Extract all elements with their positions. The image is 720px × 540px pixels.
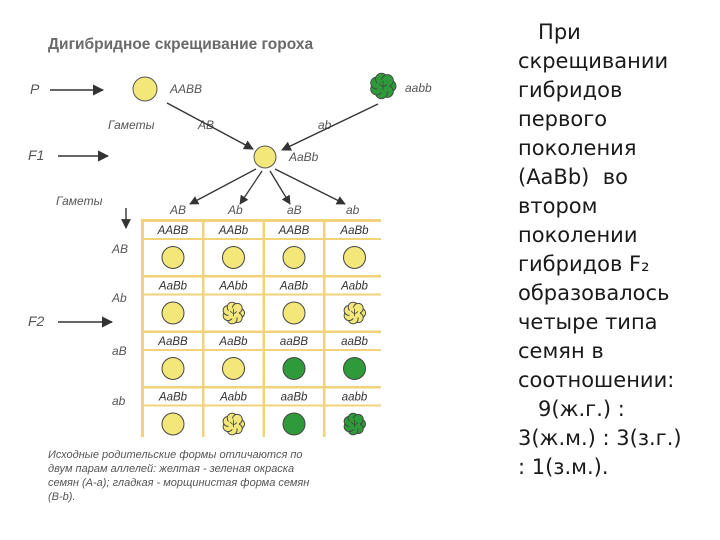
caption-line-1: Исходные родительские формы отличаются п… bbox=[48, 449, 303, 461]
caption-line-3: семян (А-а); гладкая - морщинистая форма… bbox=[48, 477, 309, 489]
punnett-genotype: AaBb bbox=[339, 225, 369, 237]
text-line: поколении bbox=[518, 221, 714, 250]
punnett-genotype: AaBb bbox=[279, 281, 309, 293]
punnett-genotype: aaBB bbox=[280, 336, 308, 348]
punnett-genotype: AaBb bbox=[158, 281, 188, 293]
punnett-seed bbox=[162, 413, 184, 435]
punnett-seed bbox=[162, 358, 184, 380]
row-gamete-1: AB bbox=[111, 242, 128, 256]
f1-seed bbox=[254, 146, 276, 168]
row-gamete-3: aB bbox=[112, 344, 127, 358]
row-gamete-2: Ab bbox=[111, 291, 127, 305]
punnett-genotype: AaBB bbox=[157, 336, 188, 348]
gametes-label-parents: Гаметы bbox=[108, 118, 155, 132]
punnett-genotype: Aabb bbox=[219, 392, 247, 404]
label-p: P bbox=[30, 81, 40, 97]
parent-2-seed-shape bbox=[371, 73, 396, 99]
f1-genotype: AaBb bbox=[288, 150, 319, 164]
label-f2: F2 bbox=[28, 313, 45, 329]
caption-line-4: (В-b). bbox=[48, 491, 76, 503]
punnett-genotype: AABB bbox=[278, 225, 310, 237]
row-gamete-4: ab bbox=[112, 394, 126, 408]
punnett-seed bbox=[344, 358, 366, 380]
text-line: : 1(з.м.). bbox=[518, 453, 714, 482]
diagram-title: Дигибридное скрещивание гороха bbox=[48, 36, 313, 53]
arrow-f1-gamete-4 bbox=[275, 169, 345, 204]
col-gamete-2: Ab bbox=[227, 203, 243, 217]
arrow-f1-gamete-1 bbox=[190, 169, 256, 204]
punnett-seed bbox=[283, 247, 305, 269]
text-line: 9(ж.г.) : bbox=[518, 395, 714, 424]
text-line: гибридов F₂ bbox=[518, 250, 714, 279]
text-line: образовалось bbox=[518, 279, 714, 308]
text-line: (AaBb) во bbox=[518, 163, 714, 192]
punnett-seed bbox=[223, 302, 244, 324]
punnett-seed bbox=[344, 413, 365, 435]
punnett-genotype: Aabb bbox=[340, 281, 368, 293]
text-line: 3(ж.м.) : 3(з.г.) bbox=[518, 424, 714, 453]
punnett-seed bbox=[344, 302, 365, 324]
text-line: При bbox=[518, 18, 714, 47]
punnett-genotype: AaBb bbox=[158, 392, 188, 404]
col-gamete-4: ab bbox=[346, 203, 360, 217]
text-line: соотношении: bbox=[518, 366, 714, 395]
text-line: первого bbox=[518, 105, 714, 134]
punnett-genotype: aaBb bbox=[281, 392, 308, 404]
punnett-seed bbox=[162, 302, 184, 324]
arrow-f1-gamete-3 bbox=[270, 171, 290, 204]
punnett-genotype: AAbb bbox=[218, 281, 248, 293]
punnett-seed bbox=[223, 247, 245, 269]
punnett-seed bbox=[344, 247, 366, 269]
gametes-label-f1: Гаметы bbox=[56, 194, 103, 208]
text-line: гибридов bbox=[518, 76, 714, 105]
punnett-genotype: aaBb bbox=[341, 336, 368, 348]
punnett-seed bbox=[223, 413, 244, 435]
punnett-seed bbox=[283, 302, 305, 324]
parent-2-seed bbox=[371, 73, 396, 99]
arrow-gamete-1 bbox=[167, 103, 253, 149]
col-gamete-1: AB bbox=[169, 203, 186, 217]
punnett-seed bbox=[223, 358, 245, 380]
parent-1-seed bbox=[133, 77, 157, 101]
label-f1: F1 bbox=[28, 147, 44, 163]
arrow-gamete-2 bbox=[282, 104, 378, 150]
text-line: скрещивании bbox=[518, 47, 714, 76]
punnett-genotype: AABB bbox=[157, 225, 189, 237]
parent-2-genotype: aabb bbox=[405, 81, 432, 95]
text-line: четыре типа bbox=[518, 308, 714, 337]
punnett-genotype: AaBb bbox=[218, 336, 248, 348]
caption-line-2: двум парам аллелей: желтая - зеленая окр… bbox=[48, 463, 294, 475]
text-line: поколения bbox=[518, 134, 714, 163]
text-line: втором bbox=[518, 192, 714, 221]
parent-1-genotype: AABB bbox=[169, 82, 202, 96]
punnett-seed bbox=[162, 247, 184, 269]
punnett-seed bbox=[283, 413, 305, 435]
dihybrid-cross-diagram: Дигибридное скрещивание гороха P F1 F2 A… bbox=[0, 20, 510, 520]
punnett-seed bbox=[283, 358, 305, 380]
punnett-genotype: AABb bbox=[218, 225, 249, 237]
punnett-genotype: aabb bbox=[342, 392, 368, 404]
col-gamete-3: aB bbox=[287, 203, 302, 217]
text-line: семян в bbox=[518, 337, 714, 366]
